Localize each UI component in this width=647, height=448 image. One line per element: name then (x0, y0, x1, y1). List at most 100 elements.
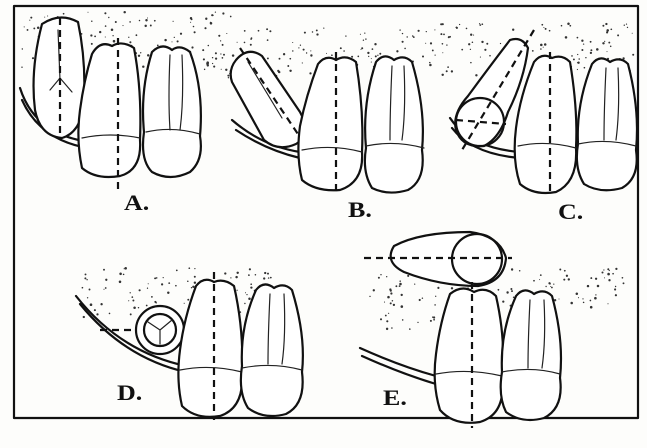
stipple-dot (435, 296, 436, 297)
stipple-dot (573, 58, 575, 60)
stipple-dot (577, 69, 578, 70)
stipple-dot (433, 319, 435, 321)
stipple-dot (222, 57, 224, 59)
stipple-dot (568, 278, 570, 280)
stipple-dot (612, 273, 614, 275)
stipple-dot (187, 281, 189, 283)
stipple-dot (479, 24, 481, 26)
panel-c (450, 30, 637, 196)
stipple-dot (368, 56, 369, 57)
stipple-dot (205, 18, 207, 20)
stipple-dot (203, 58, 205, 60)
stipple-dot (112, 35, 113, 36)
stipple-dot (472, 41, 474, 43)
stipple-dot (374, 43, 376, 45)
stipple-dot (109, 313, 111, 315)
stipple-dot (475, 74, 477, 76)
stipple-dot (184, 303, 185, 304)
stipple-dot (132, 300, 134, 302)
stipple-dot (430, 320, 432, 322)
stipple-dot (414, 283, 415, 284)
stipple-dot (202, 49, 204, 51)
stipple-dot (473, 35, 474, 36)
stipple-dot (590, 277, 592, 279)
stipple-dot (539, 279, 540, 280)
stipple-dot (224, 272, 226, 274)
stipple-dot (175, 285, 177, 287)
stipple-dot (130, 313, 132, 315)
stipple-dot (378, 277, 380, 279)
stipple-dot (361, 47, 363, 49)
stipple-dot (218, 35, 220, 37)
stipple-dot (563, 279, 565, 281)
stipple-dot (223, 54, 225, 56)
stipple-dot (111, 28, 114, 31)
stipple-dot (429, 64, 432, 67)
stipple-dot (244, 303, 245, 304)
stipple-dot (123, 11, 125, 13)
stipple-dot (292, 42, 293, 43)
stipple-dot (399, 29, 400, 30)
stipple-dot (609, 270, 610, 271)
stipple-dot (561, 25, 563, 27)
stipple-dot (44, 17, 45, 18)
stipple-dot (602, 25, 604, 27)
stipple-dot (94, 36, 96, 38)
stipple-dot (266, 28, 268, 30)
stipple-dot (194, 31, 196, 33)
stipple-dot (267, 273, 269, 275)
stipple-dot (604, 41, 605, 42)
stipple-dot (399, 283, 402, 286)
stipple-dot (222, 44, 224, 46)
stipple-dot (543, 27, 544, 28)
stipple-dot (204, 27, 206, 29)
stipple-dot (230, 277, 231, 278)
stipple-dot (577, 37, 579, 39)
stipple-dot (545, 286, 546, 287)
stipple-dot (30, 17, 32, 19)
stipple-dot (221, 69, 222, 70)
stipple-dot (566, 275, 568, 277)
stipple-dot (105, 279, 107, 281)
stipple-dot (250, 283, 252, 285)
stipple-dot (105, 25, 107, 27)
stipple-dot (193, 26, 195, 28)
stipple-dot (426, 31, 427, 32)
stipple-dot (466, 28, 468, 30)
stipple-dot (435, 55, 436, 56)
stipple-dot (447, 66, 449, 68)
stipple-dot (180, 33, 182, 35)
stipple-dot (484, 49, 486, 51)
stipple-dot (33, 27, 35, 29)
stipple-dot (402, 319, 404, 321)
stipple-dot (601, 271, 603, 273)
stipple-dot (590, 52, 592, 54)
stipple-dot (157, 45, 159, 47)
stipple-dot (230, 16, 232, 18)
stipple-dot (316, 33, 318, 35)
stipple-dot (422, 297, 423, 298)
stipple-dot (432, 49, 434, 51)
stipple-dot (385, 315, 387, 317)
stipple-dot (550, 286, 551, 287)
stipple-dot (244, 30, 246, 32)
stipple-dot (595, 278, 597, 280)
stipple-dot (119, 273, 122, 276)
stipple-dot (502, 300, 504, 302)
stipple-dot (167, 292, 169, 294)
stipple-dot (401, 305, 404, 308)
stipple-dot (144, 25, 146, 27)
stipple-dot (393, 304, 395, 306)
stipple-dot (147, 288, 148, 289)
stipple-dot (363, 40, 364, 41)
stipple-dot (481, 41, 483, 43)
stipple-dot (533, 280, 535, 282)
stipple-dot (470, 62, 472, 64)
stipple-dot (190, 17, 192, 19)
stipple-dot (84, 277, 86, 279)
stipple-dot (441, 74, 443, 76)
stipple-dot (154, 301, 156, 303)
stipple-dot (570, 302, 573, 305)
